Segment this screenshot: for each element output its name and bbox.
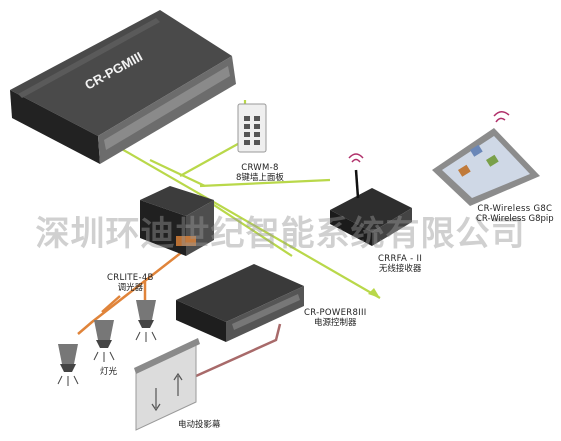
line-controller-to-dimmer [149,159,206,187]
wall-panel-model: CRWM-8 [241,163,279,173]
wireless-receiver [330,153,412,246]
receiver-model: CRRFA - II [378,254,423,264]
dimmer-label: CRLITE-4B 调光器 [107,273,154,293]
line-lights-branch [101,295,121,313]
main-controller [10,10,236,164]
line-dimmer-to-lights [77,237,201,335]
wall-panel-label: CRWM-8 8键墙上面板 [236,163,284,183]
touch-panel [432,111,540,206]
arrowhead-power [368,288,380,298]
lights-label: 灯光 [100,367,118,377]
screen-label: 电动投影幕 [178,420,221,430]
wall-panel-desc: 8键墙上面板 [236,173,284,183]
wall-panel [237,103,267,153]
projection-screen [134,338,200,431]
dimmer-model: CRLITE-4B [107,273,154,283]
receiver-signal-icon [348,153,364,163]
dimmer-desc: 调光器 [117,283,144,293]
lights [57,300,157,386]
power-controller-label: CR-POWER8III 电源控制器 [304,308,367,328]
power-controller [176,264,304,342]
touch-panel-model-1: CR-Wireless G8C [477,204,553,214]
touch-panel-signal-icon [493,111,510,123]
light-2 [93,320,115,362]
power-controller-model: CR-POWER8III [304,308,367,318]
touch-panel-label: CR-Wireless G8C CR-Wireless G8pip [476,204,554,224]
antenna [354,169,360,199]
receiver-desc: 无线接收器 [378,264,422,274]
light-3 [135,300,157,342]
dimmer [140,186,214,256]
line-power-to-screen [195,323,282,378]
line-controller-to-wallpanel [179,139,246,177]
line-dimmer-to-powerctrl [199,195,293,257]
screen-arrow-up-icon [173,372,183,396]
screen-arrow-down-icon [151,388,161,412]
touch-panel-model-2: CR-Wireless G8pip [476,214,554,224]
receiver-label: CRRFA - II 无线接收器 [378,254,422,274]
line-controller-to-power [119,147,381,299]
line-to-receiver [199,178,331,188]
power-controller-desc: 电源控制器 [314,318,357,328]
watermark: 深圳环迪世纪智能系统有限公司 [35,214,526,254]
light-1 [57,344,79,386]
